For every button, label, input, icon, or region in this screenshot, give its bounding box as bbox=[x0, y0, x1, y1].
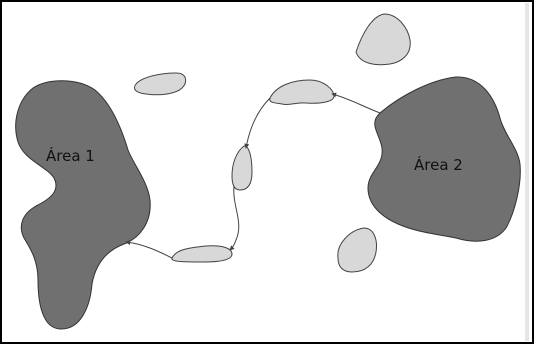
connector-middle-to-bottom-patch bbox=[229, 185, 240, 251]
patch-middle-vertical bbox=[231, 145, 253, 191]
patch-top-center bbox=[269, 79, 335, 106]
connector-top-patch-to-middle bbox=[244, 97, 271, 149]
patch-left-elongated bbox=[133, 72, 187, 96]
area-2-label: Área 2 bbox=[414, 155, 463, 174]
connector-area2-to-top-patch bbox=[331, 92, 381, 114]
patch-top-right bbox=[355, 13, 411, 66]
connector-bottom-patch-to-area1 bbox=[125, 239, 173, 259]
patch-bottom-right bbox=[337, 227, 377, 273]
habitat-area-2 bbox=[367, 76, 521, 242]
area-1-label: Área 1 bbox=[46, 146, 95, 165]
patch-bottom-center bbox=[171, 245, 233, 263]
habitat-area-1 bbox=[15, 80, 151, 330]
